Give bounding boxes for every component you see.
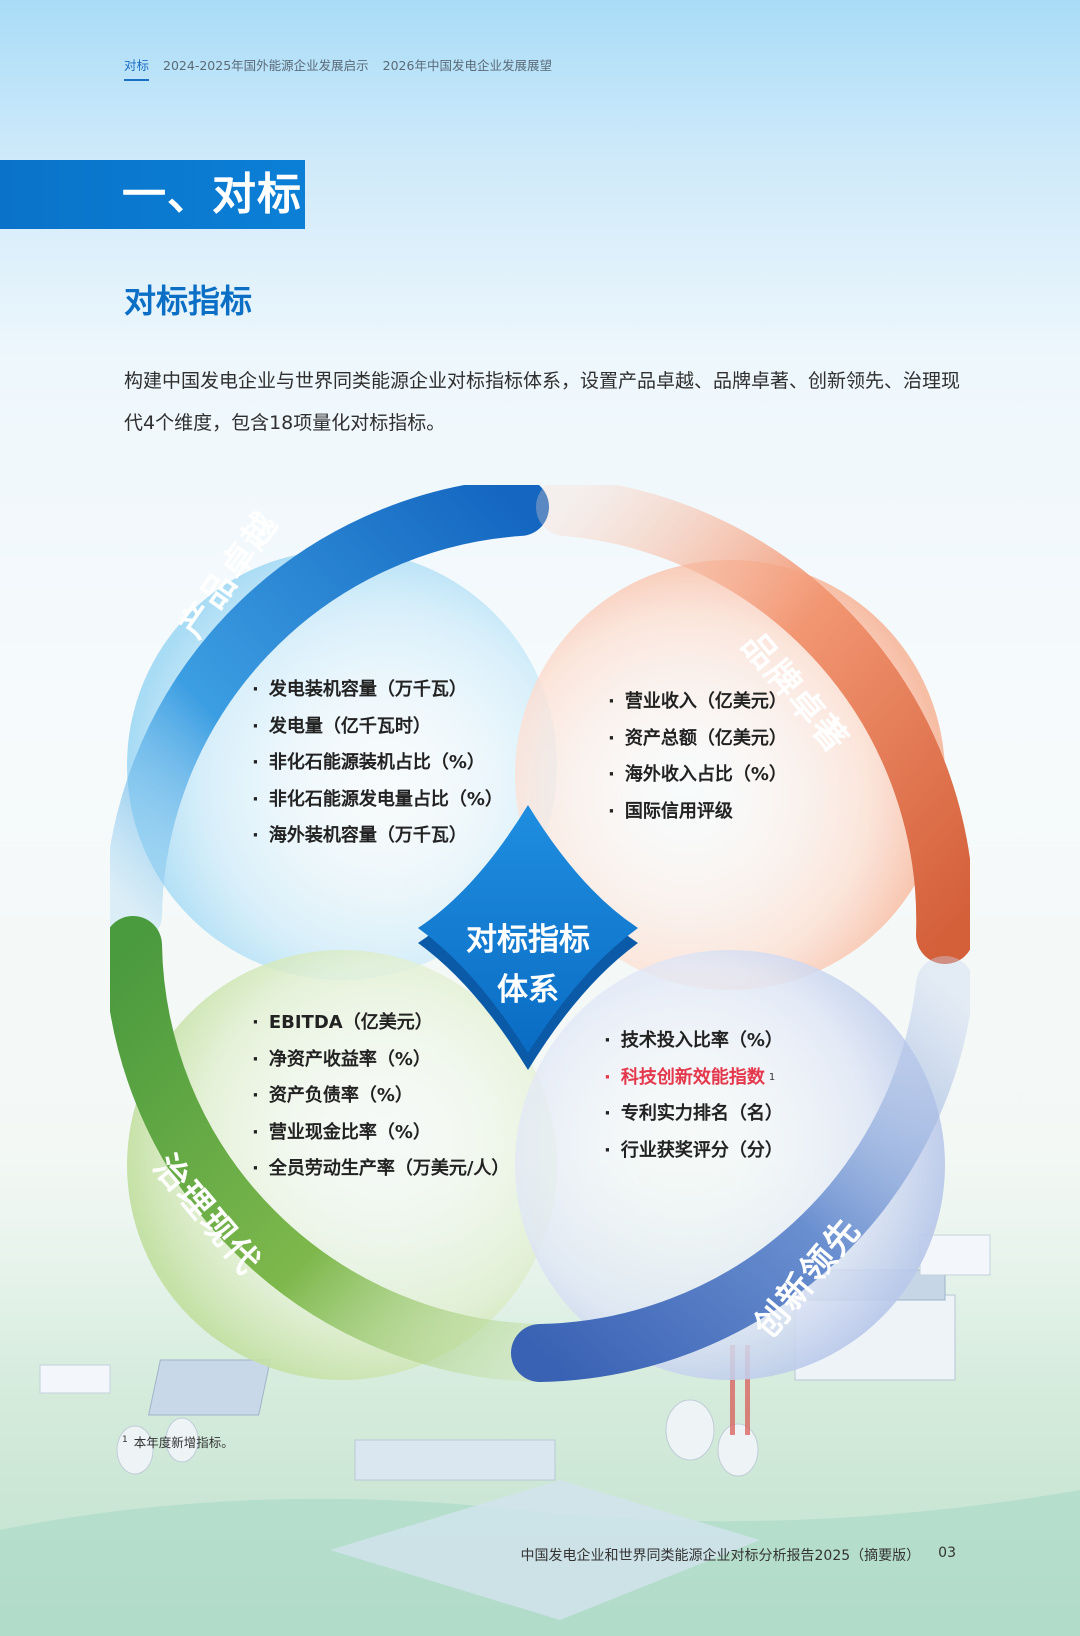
list-item: 技术投入比率（%） [604,1023,783,1060]
center-title-line1: 对标指标 [466,922,590,958]
arc-brand [536,485,970,964]
breadcrumb: 对标 2024-2025年国外能源企业发展启示 2026年中国发电企业发展展望 [124,55,552,81]
list-item: 非化石能源发电量占比（%） [252,782,503,819]
breadcrumb-item-benchmark[interactable]: 对标 [124,55,150,81]
footnote: 1 本年度新增指标。 [122,1432,234,1451]
center-diamond [418,805,638,1053]
list-item: EBITDA（亿美元） [252,1005,509,1042]
list-item: 全员劳动生产率（万美元/人） [252,1151,510,1188]
footnote-text: 本年度新增指标。 [133,1435,234,1450]
list-item: 营业现金比率（%） [252,1115,509,1152]
list-item: 行业获奖评分（分） [604,1133,783,1170]
report-title: 中国发电企业和世界同类能源企业对标分析报告2025（摘要版） [520,1548,921,1564]
list-item: 海外装机容量（万千瓦） [252,818,503,855]
footnote-mark: 1 [122,1434,128,1445]
list-item: 发电装机容量（万千瓦） [252,672,503,709]
breadcrumb-item-foreign[interactable]: 2024-2025年国外能源企业发展启示 [163,58,369,73]
page-number: 03 [938,1545,956,1561]
new-indicator-label: 科技创新效能指数 [620,1066,765,1088]
benchmark-diagram: 产品卓越 品牌卓著 治理现代 创新领先 对标指标 体系 发电装机容量（万千瓦） … [110,485,970,1445]
center-title: 对标指标 体系 [428,915,628,1015]
center-title-line2: 体系 [497,972,559,1008]
list-item: 非化石能源装机占比（%） [252,745,503,782]
intro-paragraph: 构建中国发电企业与世界同类能源企业对标指标体系，设置产品卓越、品牌卓著、创新领先… [124,370,961,434]
arc-innovation [511,956,970,1382]
brand-indicator-list: 营业收入（亿美元） 资产总额（亿美元） 海外收入占比（%） 国际信用评级 [608,684,787,830]
list-item: 专利实力排名（名） [604,1096,783,1133]
arc-product [110,485,549,944]
subsection-title: 对标指标 [124,282,253,320]
list-item: 国际信用评级 [608,794,787,831]
list-item: 营业收入（亿美元） [608,684,787,721]
governance-indicator-list: EBITDA（亿美元） 净资产收益率（%） 资产负债率（%） 营业现金比率（%）… [252,1005,510,1188]
page-footer: 中国发电企业和世界同类能源企业对标分析报告2025（摘要版） 03 [521,1545,956,1565]
arc-governance [110,916,569,1382]
breadcrumb-item-outlook[interactable]: 2026年中国发电企业发展展望 [382,58,552,73]
section-title: 一、对标 [0,160,305,229]
list-item: 海外收入占比（%） [608,757,787,794]
list-item: 净资产收益率（%） [252,1042,509,1079]
list-item: 发电量（亿千瓦时） [252,709,503,746]
footnote-ref: 1 [768,1071,776,1083]
list-item: 资产负债率（%） [252,1078,509,1115]
list-item: 资产总额（亿美元） [608,721,787,758]
product-indicator-list: 发电装机容量（万千瓦） 发电量（亿千瓦时） 非化石能源装机占比（%） 非化石能源… [252,672,503,855]
